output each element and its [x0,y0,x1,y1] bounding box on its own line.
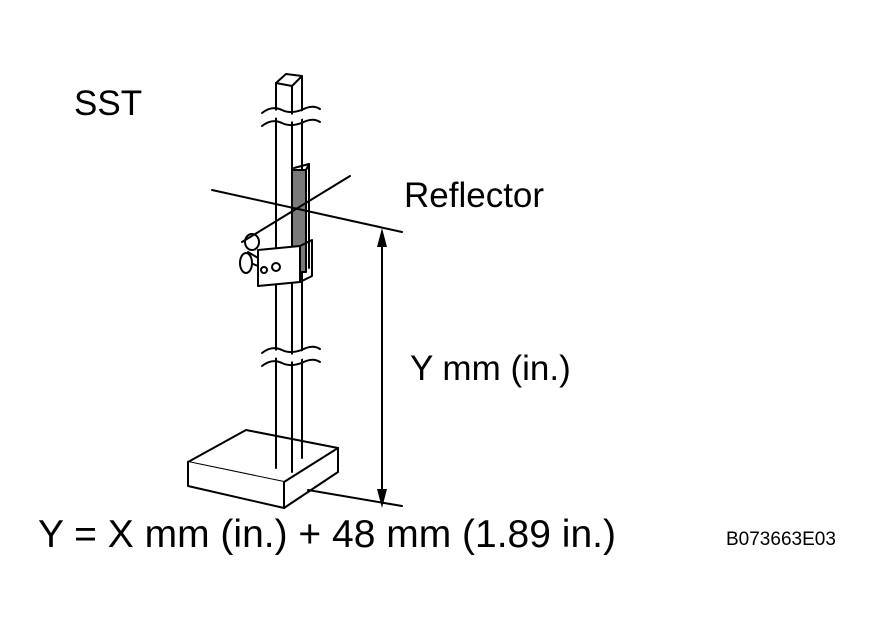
pole-break-mark-lower [260,345,322,367]
reflector-label: Reflector [404,176,545,215]
thumb-screw [239,233,260,274]
arrow-head-top [377,228,387,247]
pole-break-mark-upper [260,105,322,127]
stand-base [187,429,339,509]
formula-text: Y = X mm (in.) + 48 mm (1.89 in.) [38,513,616,556]
sst-label: SST [74,84,143,123]
figure-code: B073663E03 [726,529,836,550]
reference-crosshair [211,175,403,243]
clamp-bracket [257,239,313,287]
dimension-label: Y mm (in.) [410,349,571,388]
base-extension-line [307,489,403,507]
arrow-head-bottom [377,489,387,508]
